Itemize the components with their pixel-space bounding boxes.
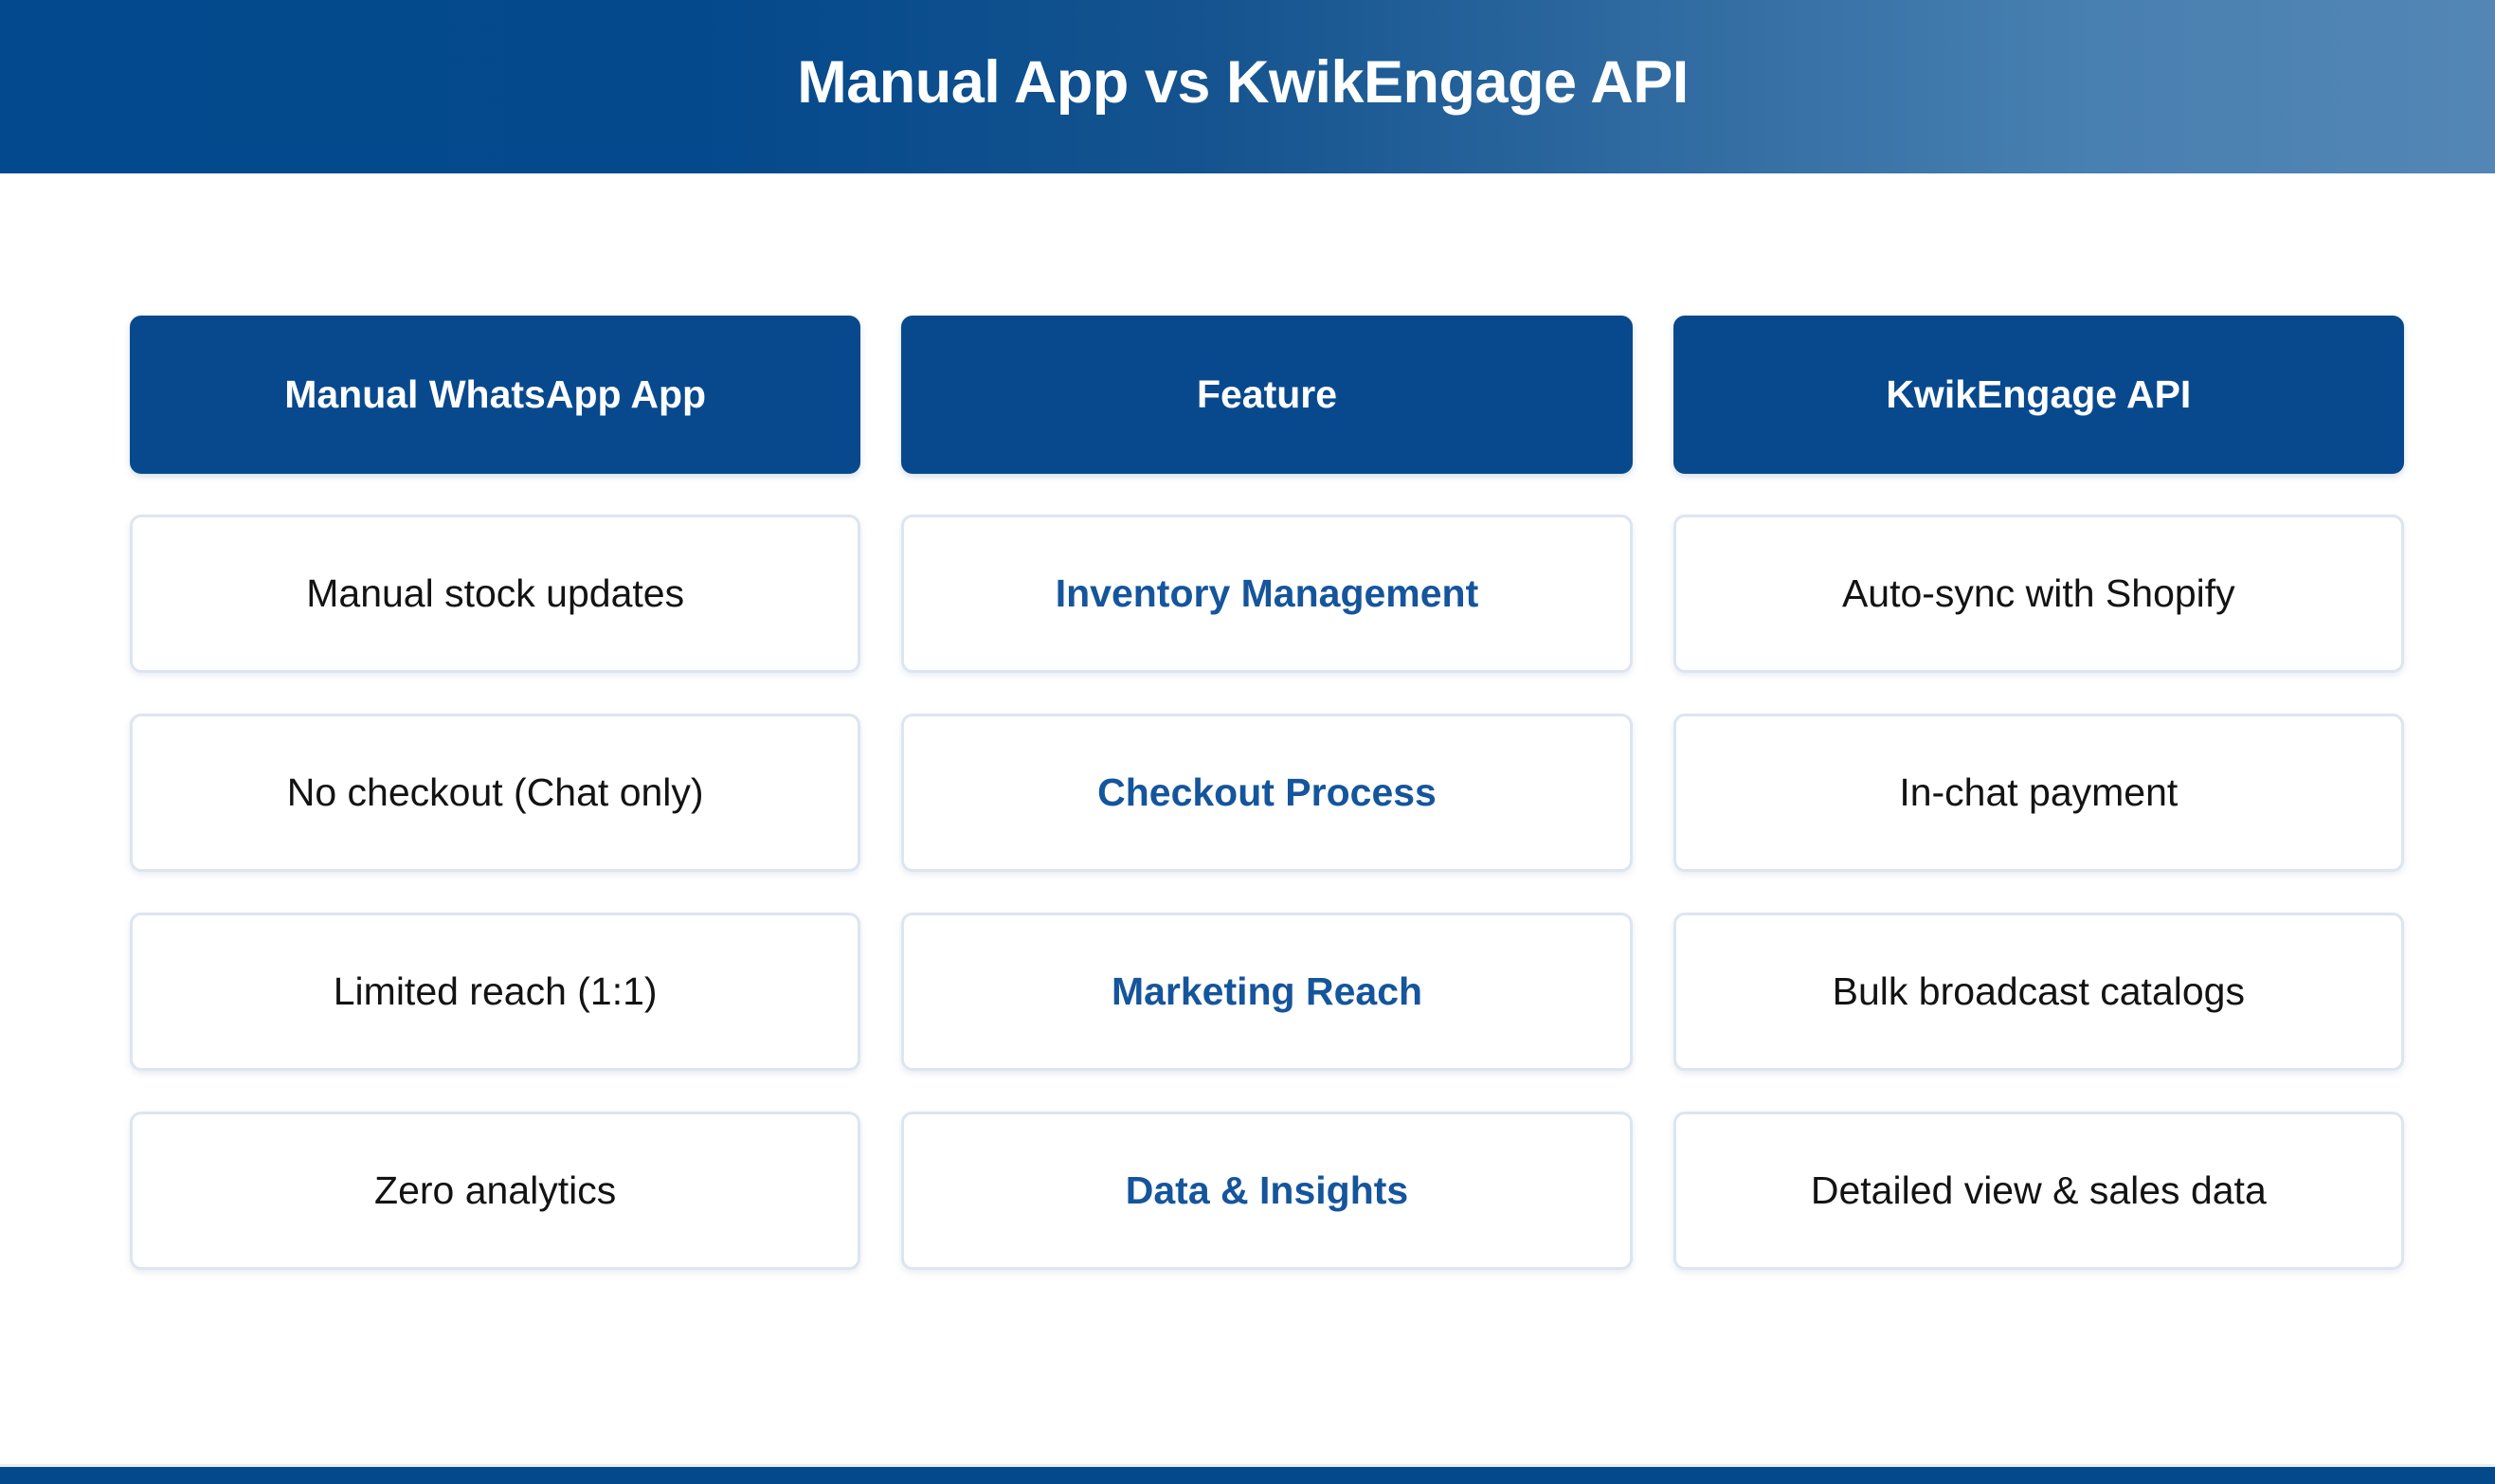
cell-kwikengage: Auto-sync with Shopify <box>1672 515 2404 673</box>
footer-accent-bar <box>0 1467 2495 1484</box>
cell-feature: Data & Insights <box>901 1112 1633 1270</box>
page-header-banner: Manual App vs KwikEngage API <box>0 0 2495 173</box>
cell-feature: Checkout Process <box>901 714 1633 872</box>
comparison-table: Manual WhatsApp App Feature KwikEngage A… <box>130 316 2404 1270</box>
cell-text: Manual stock updates <box>306 570 685 615</box>
cell-text: Data & Insights <box>1125 1167 1409 1212</box>
cell-text: Bulk broadcast catalogs <box>1832 968 2245 1013</box>
cell-kwikengage: Detailed view & sales data <box>1672 1112 2404 1270</box>
cell-text: Marketing Reach <box>1111 968 1423 1013</box>
cell-feature: Inventory Management <box>901 515 1633 673</box>
page-title: Manual App vs KwikEngage API <box>797 49 1689 116</box>
cell-kwikengage: In-chat payment <box>1672 714 2404 872</box>
column-header-label: Feature <box>1196 371 1338 416</box>
table-row: Manual stock updates Inventory Managemen… <box>130 515 2404 673</box>
column-header-manual-whatsapp-app: Manual WhatsApp App <box>130 316 861 474</box>
cell-kwikengage: Bulk broadcast catalogs <box>1672 913 2404 1071</box>
cell-text: Zero analytics <box>374 1167 617 1212</box>
column-header-feature: Feature <box>901 316 1633 474</box>
cell-manual: No checkout (Chat only) <box>130 714 861 872</box>
cell-manual: Manual stock updates <box>130 515 861 673</box>
footer-divider <box>0 1464 2495 1467</box>
cell-text: Limited reach (1:1) <box>333 968 658 1013</box>
column-header-label: KwikEngage API <box>1886 371 2192 416</box>
cell-manual: Zero analytics <box>130 1112 861 1270</box>
cell-text: In-chat payment <box>1899 769 2179 814</box>
cell-text: Checkout Process <box>1097 769 1437 814</box>
column-header-kwikengage-api: KwikEngage API <box>1672 316 2404 474</box>
table-row: Zero analytics Data & Insights Detailed … <box>130 1112 2404 1270</box>
table-row: Limited reach (1:1) Marketing Reach Bulk… <box>130 913 2404 1071</box>
cell-manual: Limited reach (1:1) <box>130 913 861 1071</box>
column-header-label: Manual WhatsApp App <box>284 371 707 416</box>
cell-text: Detailed view & sales data <box>1810 1167 2267 1212</box>
table-row: No checkout (Chat only) Checkout Process… <box>130 714 2404 872</box>
cell-text: Auto-sync with Shopify <box>1841 570 2235 615</box>
cell-feature: Marketing Reach <box>901 913 1633 1071</box>
cell-text: Inventory Management <box>1055 570 1479 615</box>
cell-text: No checkout (Chat only) <box>286 769 704 814</box>
table-header-row: Manual WhatsApp App Feature KwikEngage A… <box>130 316 2404 474</box>
